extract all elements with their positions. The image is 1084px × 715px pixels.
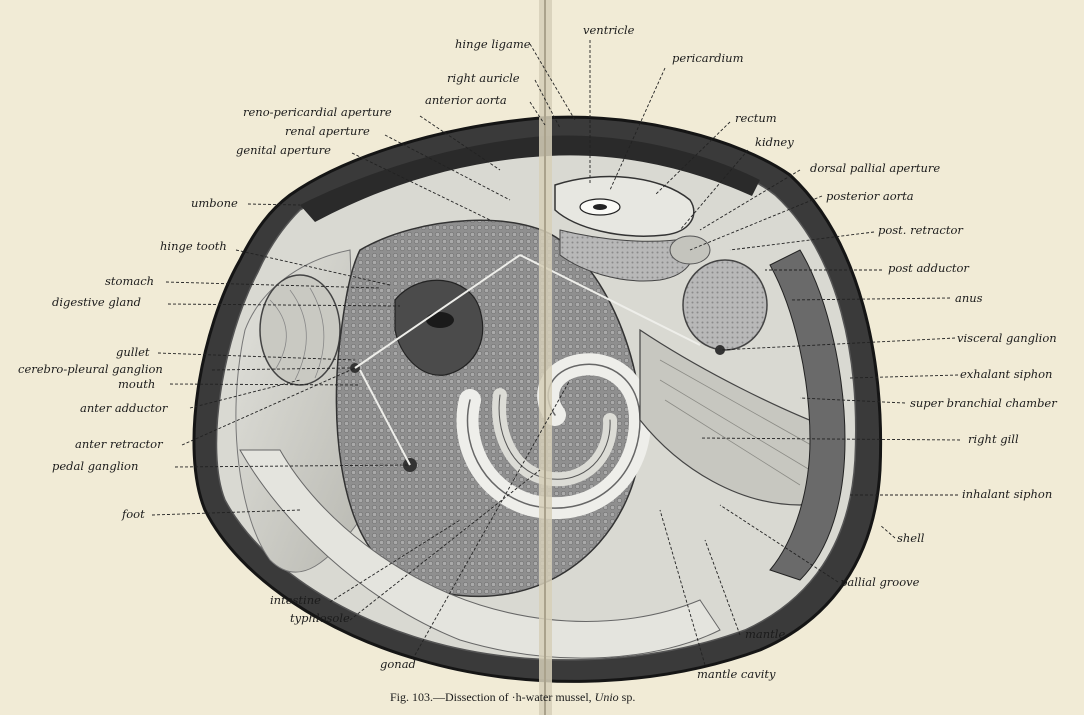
label-exhalant-siphon: exhalant siphon [960, 368, 1052, 381]
label-gullet: gullet [116, 346, 150, 359]
label-dorsal-pallial-aperture: dorsal pallial aperture [810, 162, 940, 175]
label-anterior-aorta: anterior aorta [425, 94, 507, 107]
label-anus: anus [955, 292, 983, 305]
label-right-gill: right gill [968, 433, 1019, 446]
label-foot: foot [122, 508, 145, 521]
label-intestine: intestine [270, 594, 321, 607]
label-inhalant-siphon: inhalant siphon [962, 488, 1052, 501]
label-genital-aperture: genital aperture [236, 144, 331, 157]
caption-genus: Unio [595, 690, 619, 704]
label-super-branchial-chamber: super branchial chamber [910, 397, 1057, 410]
figure-caption: Fig. 103.—Dissection of ·h-water mussel,… [390, 690, 635, 705]
label-reno-pericardial-aperture: reno-pericardial aperture [243, 106, 392, 119]
label-mantle-cavity: mantle cavity [697, 668, 776, 681]
label-hinge-ligament: hinge ligame [455, 38, 531, 51]
label-gonad: gonad [380, 658, 416, 671]
caption-suffix: sp. [622, 690, 636, 704]
label-umbone: umbone [191, 197, 238, 210]
label-anter-retractor: anter retractor [75, 438, 163, 451]
label-cerebro-pleural-ganglion: cerebro-pleural ganglion [18, 363, 163, 376]
label-pedal-ganglion: pedal ganglion [52, 460, 138, 473]
posterior-adductor [683, 260, 767, 350]
label-pallial-groove: pallial groove [840, 576, 919, 589]
label-right-auricle: right auricle [447, 72, 520, 85]
label-shell: shell [897, 532, 924, 545]
caption-prefix: Fig. 103.—Dissection of [390, 690, 509, 704]
label-digestive-gland: digestive gland [52, 296, 141, 309]
label-rectum: rectum [735, 112, 777, 125]
label-stomach: stomach [105, 275, 154, 288]
label-anter-adductor: anter adductor [80, 402, 167, 415]
label-post-retractor: post. retractor [878, 224, 963, 237]
label-renal-aperture: renal aperture [285, 125, 370, 138]
label-hinge-tooth: hinge tooth [160, 240, 227, 253]
label-posterior-aorta: posterior aorta [826, 190, 914, 203]
label-post-adductor: post adductor [888, 262, 969, 275]
label-visceral-ganglion: visceral ganglion [957, 332, 1057, 345]
label-mantle: mantle [745, 628, 785, 641]
label-pericardium: pericardium [672, 52, 744, 65]
label-mouth: mouth [118, 378, 155, 391]
label-kidney: kidney [755, 136, 794, 149]
label-typhlosole: typhlosole [290, 612, 350, 625]
label-ventricle: ventricle [583, 24, 634, 37]
caption-mid: ·h-water mussel, [512, 690, 592, 704]
